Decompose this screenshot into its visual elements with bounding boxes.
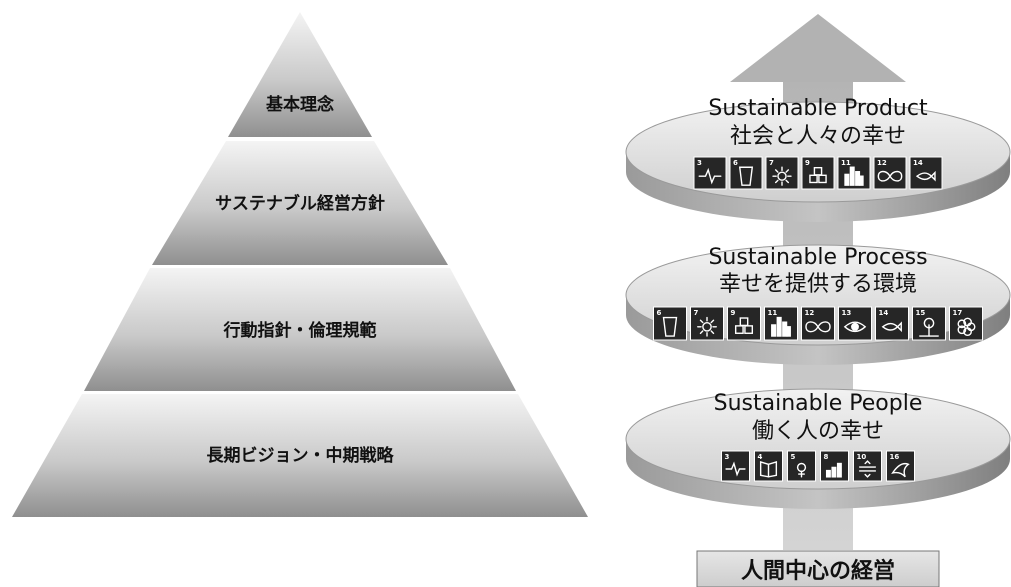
book-icon xyxy=(759,461,778,478)
pyramid-tier-4-label: 長期ビジョン・中期戦略 xyxy=(207,445,395,466)
sdg-tile-16: 16 xyxy=(886,450,915,482)
disc-subtitle: 働く人の幸せ xyxy=(752,419,884,444)
pyramid: 基本理念 サステナブル経営方針 行動指針・倫理規範 長期ビジョン・中期戦略 xyxy=(12,12,588,517)
water-glass-icon xyxy=(738,166,754,186)
heartbeat-icon xyxy=(725,461,746,477)
sdg-number: 12 xyxy=(805,309,815,317)
sdg-tile-7: 7 xyxy=(690,306,724,341)
sdg-number: 11 xyxy=(768,309,778,317)
sdg-icon-row: 3 4 5 8 10 16 xyxy=(721,450,915,482)
water-glass-icon xyxy=(662,316,678,337)
sdg-number: 7 xyxy=(694,309,699,317)
pyramid-tier-3-label: 行動指針・倫理規範 xyxy=(223,320,377,341)
sdg-number: 10 xyxy=(857,453,867,461)
innovation-cubes-icon xyxy=(809,166,827,184)
sdg-tile-12: 12 xyxy=(801,306,835,341)
sdg-tile-9: 9 xyxy=(801,156,835,190)
sdg-number: 7 xyxy=(769,159,774,167)
fish-water-icon xyxy=(881,321,902,333)
gender-icon xyxy=(796,462,807,478)
sdg-number: 14 xyxy=(879,309,889,317)
disc-subtitle: 幸せを提供する環境 xyxy=(719,272,917,297)
sdg-tile-8: 8 xyxy=(820,450,849,482)
sdg-number: 5 xyxy=(791,453,796,461)
disc-sustainable-people: Sustainable People 働く人の幸せ 3 4 5 8 10 16 xyxy=(625,388,1011,509)
infinity-icon xyxy=(805,321,831,333)
sdg-number: 6 xyxy=(733,159,738,167)
sdg-number: 6 xyxy=(657,309,662,317)
base-box: 人間中心の経営 xyxy=(696,550,940,587)
sdg-tile-11: 11 xyxy=(764,306,798,341)
sdg-number: 8 xyxy=(824,453,829,461)
sdg-tile-6: 6 xyxy=(729,156,763,190)
sdg-tile-9: 9 xyxy=(727,306,761,341)
sdg-icon-row: 6 7 9 11 12 13 14 15 17 xyxy=(653,306,983,341)
growth-chart-icon xyxy=(825,462,842,478)
city-buildings-icon xyxy=(771,316,791,337)
sun-energy-icon xyxy=(772,166,792,186)
dove-icon xyxy=(891,462,910,478)
pyramid-tier-2: サステナブル経営方針 xyxy=(152,141,448,265)
heartbeat-icon xyxy=(698,167,722,185)
sdg-tile-3: 3 xyxy=(693,156,727,190)
disc-title: Sustainable Process xyxy=(708,245,927,270)
sdg-number: 9 xyxy=(731,309,736,317)
equality-icon xyxy=(858,460,877,478)
climate-eye-icon xyxy=(843,321,867,333)
pyramid-tier-1: 基本理念 xyxy=(228,12,372,137)
sun-energy-icon xyxy=(697,316,717,337)
sdg-number: 13 xyxy=(842,309,852,317)
pyramid-tier-2-label: サステナブル経営方針 xyxy=(215,193,385,214)
sdg-number: 9 xyxy=(805,159,810,167)
city-buildings-icon xyxy=(844,166,864,186)
pyramid-tier-1-label: 基本理念 xyxy=(265,94,334,115)
sdg-tile-3: 3 xyxy=(721,450,750,482)
sdg-number: 15 xyxy=(916,309,926,317)
infinity-icon xyxy=(877,170,903,182)
sdg-tile-17: 17 xyxy=(949,306,983,341)
sdg-tile-4: 4 xyxy=(754,450,783,482)
sdg-tile-10: 10 xyxy=(853,450,882,482)
partnership-flower-icon xyxy=(957,317,976,337)
sdg-tile-6: 6 xyxy=(653,306,687,341)
sdg-icon-row: 3 6 7 9 11 12 14 xyxy=(693,156,943,190)
sdg-number: 3 xyxy=(697,159,702,167)
disc-sustainable-product: Sustainable Product 社会と人々の幸せ 3 6 7 9 11 12 14 xyxy=(625,96,1011,222)
sdg-number: 16 xyxy=(890,453,900,461)
sdg-tile-15: 15 xyxy=(912,306,946,341)
sdg-tile-14: 14 xyxy=(875,306,909,341)
pyramid-tier-3: 行動指針・倫理規範 xyxy=(84,268,516,391)
sdg-tile-13: 13 xyxy=(838,306,872,341)
fish-water-icon xyxy=(915,170,936,182)
sdg-number: 14 xyxy=(913,159,923,167)
sdg-number: 4 xyxy=(758,453,763,461)
sdg-tile-5: 5 xyxy=(787,450,816,482)
disc-subtitle: 社会と人々の幸せ xyxy=(730,124,906,149)
pyramid-tier-4: 長期ビジョン・中期戦略 xyxy=(12,394,588,517)
disc-title: Sustainable Product xyxy=(708,96,928,121)
sdg-tile-12: 12 xyxy=(873,156,907,190)
sdg-number: 3 xyxy=(725,453,730,461)
sdg-tile-11: 11 xyxy=(837,156,871,190)
sdg-number: 17 xyxy=(953,309,963,317)
disc-title: Sustainable People xyxy=(714,391,923,416)
disc-sustainable-process: Sustainable Process 幸せを提供する環境 6 7 9 11 12 13 1… xyxy=(625,244,1011,365)
sdg-tile-7: 7 xyxy=(765,156,799,190)
base-label: 人間中心の経営 xyxy=(741,558,895,584)
tree-land-icon xyxy=(919,317,939,337)
innovation-cubes-icon xyxy=(734,317,754,334)
sdg-number: 11 xyxy=(841,159,851,167)
sdg-number: 12 xyxy=(877,159,887,167)
sdg-tile-14: 14 xyxy=(909,156,943,190)
